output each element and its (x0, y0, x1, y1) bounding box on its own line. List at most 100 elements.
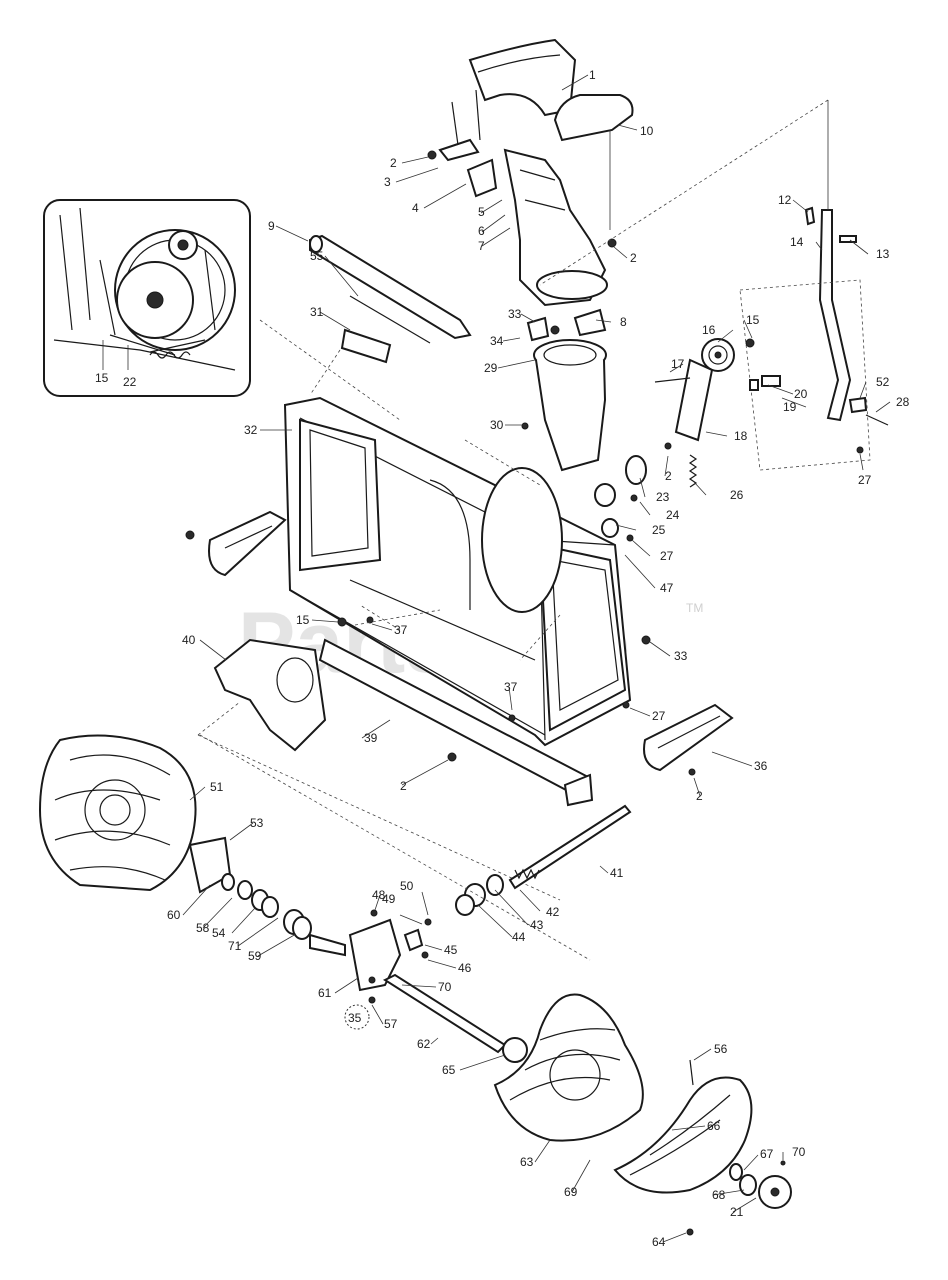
deflector-pivot (466, 158, 498, 198)
chute-clip (526, 316, 550, 342)
callout-number-c13: 13 (876, 247, 890, 261)
auger-housing (283, 396, 632, 747)
callout-number-c18: 18 (734, 429, 748, 443)
callout-number-c1: 1 (589, 68, 596, 82)
callout-number-c37b: 37 (504, 680, 518, 694)
callout-number-c43: 43 (530, 918, 544, 932)
pulley-spacer (761, 375, 781, 387)
callout-number-c6: 6 (478, 224, 485, 238)
callout-number-c32: 32 (244, 423, 258, 437)
crank-bracket (340, 328, 392, 364)
callout-number-c3: 3 (384, 175, 391, 189)
callout-number-c59: 59 (248, 949, 262, 963)
chute-handle (553, 94, 634, 142)
gearbox (309, 918, 402, 992)
callout-number-c36: 36 (754, 759, 768, 773)
callout-number-c26: 26 (730, 488, 744, 502)
callout-number-c42: 42 (546, 905, 560, 919)
callout-number-c19: 19 (783, 400, 797, 414)
callout-number-c33a: 33 (508, 307, 522, 321)
callout-number-c2b: 2 (630, 251, 637, 265)
callout-number-c70b: 70 (792, 1145, 806, 1159)
callout-number-c48: 48 (372, 888, 386, 902)
callout-number-c5: 5 (478, 205, 485, 219)
scraper-end (563, 773, 594, 807)
callout-number-c9: 9 (268, 219, 275, 233)
inset-detail-view (43, 199, 251, 397)
shaft-bearing (486, 874, 504, 896)
callout-number-c2e: 2 (696, 789, 703, 803)
chute-base-ring (533, 339, 607, 472)
rod-clip (804, 206, 816, 226)
idler-pulley (701, 338, 735, 372)
watermark-trademark: TM (686, 601, 703, 615)
callout-number-c27a: 27 (858, 473, 872, 487)
callout-number-c14: 14 (790, 235, 804, 249)
callout-number-c50: 50 (400, 879, 414, 893)
discharge-chute (503, 148, 608, 307)
shaft-collar (455, 894, 475, 916)
callout-number-c47: 47 (660, 581, 674, 595)
gearbox-cover (213, 638, 327, 752)
callout-number-c2a: 2 (390, 156, 397, 170)
bearing-washer (601, 518, 619, 538)
callout-number-c29: 29 (484, 361, 498, 375)
callout-number-c20: 20 (794, 387, 808, 401)
callout-number-c4: 4 (412, 201, 419, 215)
callout-number-c35: 35 (348, 1011, 362, 1025)
callout-number-c49: 49 (382, 892, 396, 906)
callout-number-c70a: 70 (438, 980, 452, 994)
chute-crank-shaft (309, 234, 472, 340)
callout-number-c67: 67 (760, 1147, 774, 1161)
callout-number-c28: 28 (896, 395, 910, 409)
callout-number-c27c: 27 (652, 709, 666, 723)
callout-number-c45: 45 (444, 943, 458, 957)
idler-bracket (674, 358, 714, 442)
callout-number-c63: 63 (520, 1155, 534, 1169)
washer (261, 896, 279, 918)
washer (237, 880, 253, 900)
auger-shaft (508, 804, 632, 890)
callout-number-c8: 8 (620, 315, 627, 329)
skid-shoe-left (208, 510, 287, 577)
callout-number-c41: 41 (610, 866, 624, 880)
bearing (292, 916, 312, 940)
callout-number-c15a: 15 (746, 313, 760, 327)
callout-number-c54: 54 (212, 926, 226, 940)
callout-number-c10: 10 (640, 124, 654, 138)
chute-deflector (468, 38, 577, 117)
callout-number-c57: 57 (384, 1017, 398, 1031)
callout-number-c37a: 37 (394, 623, 408, 637)
callout-number-c64: 64 (652, 1235, 666, 1249)
callout-number-c61: 61 (318, 986, 332, 1000)
callout-number-c23: 23 (656, 490, 670, 504)
callout-number-c12: 12 (778, 193, 792, 207)
callout-number-c51: 51 (210, 780, 224, 794)
callout-number-c71: 71 (228, 939, 242, 953)
auger-right (493, 993, 644, 1142)
chute-clamp (573, 308, 607, 337)
gear-bushing (403, 928, 424, 952)
nut (739, 1174, 757, 1196)
bushing (221, 873, 235, 891)
callout-number-c60: 60 (167, 908, 181, 922)
callout-number-c68: 68 (712, 1188, 726, 1202)
callout-number-c53: 53 (250, 816, 264, 830)
bearing-flange (625, 455, 647, 485)
shaft-coupling (502, 1037, 528, 1063)
callout-number-c17: 17 (671, 357, 685, 371)
bearing (594, 483, 616, 507)
callout-number-c2c: 2 (665, 469, 672, 483)
callout-number-c33b: 33 (674, 649, 688, 663)
callout-number-c40: 40 (182, 633, 196, 647)
callout-number-c52: 52 (876, 375, 890, 389)
callout-number-c25: 25 (652, 523, 666, 537)
spacer (729, 1163, 743, 1181)
callout-number-c34: 34 (490, 334, 504, 348)
callout-number-c16: 16 (702, 323, 716, 337)
chute-control-rod (539, 99, 871, 471)
callout-number-c30: 30 (490, 418, 504, 432)
